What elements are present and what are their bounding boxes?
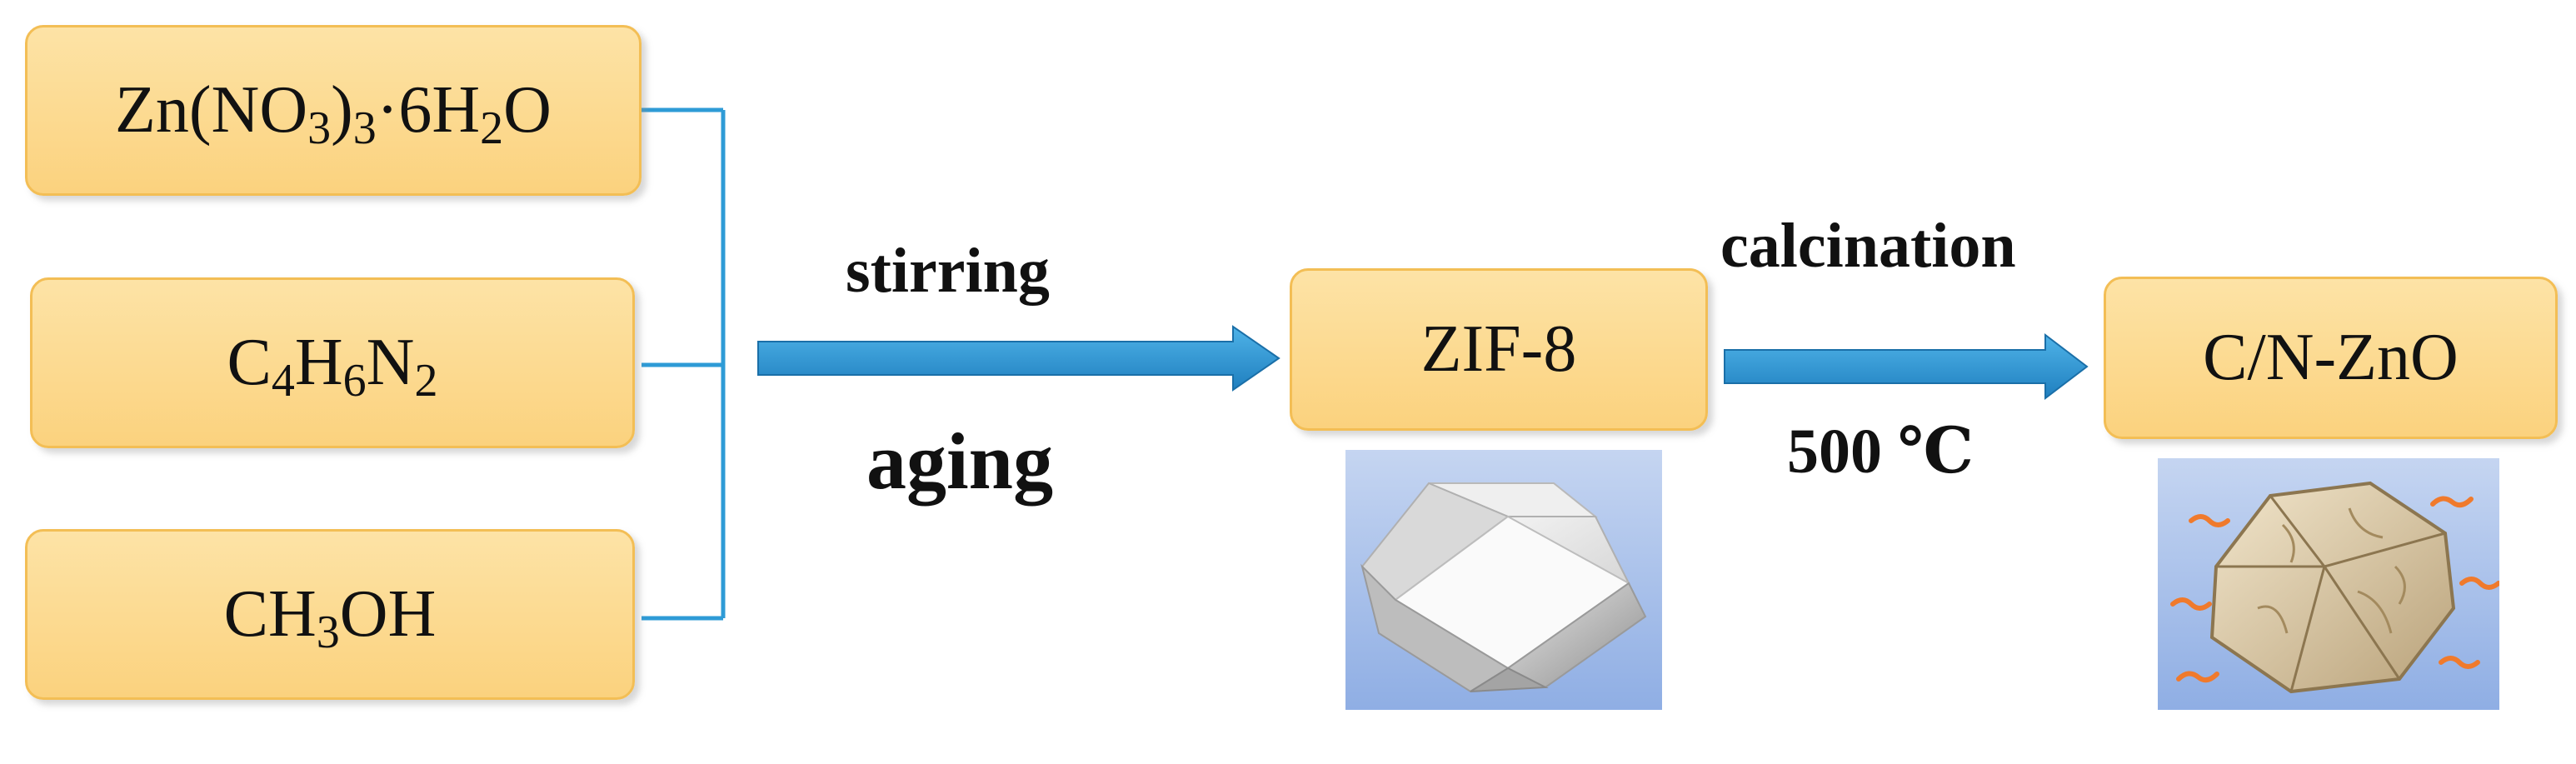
gas-emission-lines <box>2170 496 2501 683</box>
step-calcination-label: calcination <box>1720 211 2016 281</box>
reactant-methanol-box: CH3OH <box>25 529 635 700</box>
bracket-connector <box>642 107 726 621</box>
reactant-2-methylimidazole-label: C4H6N2 <box>227 326 438 407</box>
reactant-2-methylimidazole-box: C4H6N2 <box>30 277 635 448</box>
porous-dodecahedron-crystal-icon <box>2170 481 2501 694</box>
step-stirring-label: stirring <box>846 236 1050 306</box>
rhombic-dodecahedron-crystal-icon <box>1360 482 1647 693</box>
stirring-arrow <box>757 325 1281 392</box>
reactant-zinc-nitrate-label: Zn(NO3)3·6H2O <box>115 73 552 154</box>
calcination-arrow <box>1724 332 2089 401</box>
product-cn-zno-label: C/N-ZnO <box>2203 321 2459 394</box>
product-zif8-box: ZIF-8 <box>1290 268 1708 431</box>
step-temperature-label: 500 ℃ <box>1787 417 1974 487</box>
product-zif8-label: ZIF-8 <box>1420 312 1577 386</box>
zif8-crystal-image <box>1345 450 1662 710</box>
reactant-zinc-nitrate-box: Zn(NO3)3·6H2O <box>25 25 642 196</box>
step-aging-label: aging <box>866 417 1054 506</box>
product-cn-zno-box: C/N-ZnO <box>2104 277 2558 439</box>
reactant-methanol-label: CH3OH <box>223 577 437 658</box>
cn-zno-crystal-image <box>2158 458 2501 710</box>
